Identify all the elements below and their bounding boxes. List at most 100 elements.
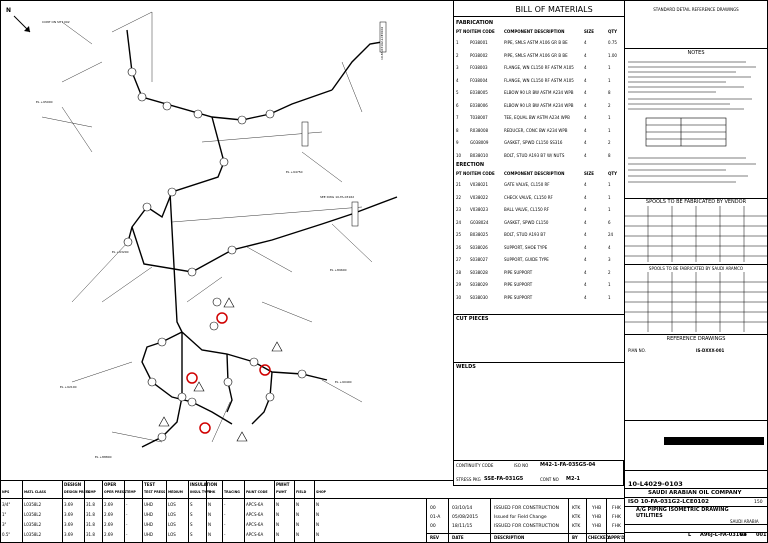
bom-code: V038022: [470, 194, 489, 200]
bom-qty: 1: [608, 115, 611, 120]
line-table-cell: LOS: [168, 502, 176, 507]
line-table-header: FIELD: [296, 490, 307, 494]
line-table-cell: S: [190, 512, 193, 517]
line-table-cell: N: [276, 522, 279, 527]
bom-desc: FLANGE, WN CL150 RF ASTM A105: [504, 77, 574, 83]
elevation-tag: EL +89600: [330, 268, 347, 272]
bom-size: 4: [584, 140, 587, 145]
welds-label: WELDS: [456, 364, 476, 370]
line-table-cell: 0.5": [2, 532, 11, 537]
line-table-cell: -: [126, 522, 128, 527]
line-table-cell: N: [296, 532, 299, 537]
bom-qty: 8: [608, 152, 611, 158]
bom-size: 4: [584, 244, 587, 250]
stamp-area: [664, 437, 764, 445]
line-table-cell: 3.69: [64, 522, 73, 527]
bom-pt: 3: [456, 65, 459, 70]
line-table-cell: LOS: [168, 512, 176, 517]
drawing-title: A/G PIPING ISOMETRIC DRAWING: [636, 507, 729, 513]
bom-desc: ELBOW 90 LR BW ASTM A234 WPB: [504, 90, 574, 95]
bom-qty: 24: [608, 232, 614, 237]
bom-code: B038010: [470, 152, 489, 158]
bom-size: 4: [584, 219, 587, 225]
line-table-cell: 3.69: [64, 502, 73, 507]
line-table-header: TEMP: [126, 490, 136, 494]
bom-code: S038030: [470, 294, 488, 300]
bom-desc: CHECK VALVE, CL150 RF: [504, 194, 553, 200]
line-table-cell: S: [190, 502, 193, 507]
bom-size: 4: [584, 127, 587, 133]
bottom-l: L: [688, 532, 692, 538]
line-table-cell: 2.69: [104, 512, 113, 517]
bom-code: G038009: [470, 140, 489, 145]
continuity-label: CONTINUITY CODE: [456, 463, 494, 468]
plant-no-value: IS-DXXX-001: [696, 348, 725, 353]
reference-tag: SEE DWG 10-FA-03162: [320, 195, 355, 199]
iso-label: ISO NO: [514, 463, 529, 468]
rev-cell-chk: YHB: [592, 524, 602, 529]
bom-size: 4: [584, 194, 587, 200]
col-qty: QTY: [608, 29, 618, 34]
refdrw-title: REFERENCE DRAWINGS: [666, 336, 726, 342]
bom-desc: FLANGE, WN CL150 RF ASTM A105: [504, 65, 574, 70]
line-table-header: THK: [208, 490, 216, 494]
bom-size: 4: [584, 257, 587, 262]
aramco-grid: [624, 272, 768, 332]
bom-pt: 25: [456, 232, 462, 237]
line-table-cell: L0358L2: [24, 522, 42, 527]
location: SAUDI ARABIA: [730, 519, 759, 524]
line-table-cell: 1": [2, 512, 7, 517]
bom-pt: 10: [456, 152, 462, 158]
rev-cell-date: 18/11/15: [452, 524, 473, 529]
rev-cell-date: 05/08/2015: [452, 515, 478, 520]
bom-size: 4: [584, 90, 587, 95]
group-design: DESIGN: [64, 482, 82, 487]
line-table-cell: LOS: [168, 532, 176, 537]
line-table-cell: L0358L2: [24, 532, 42, 537]
bom-size: 4: [584, 294, 587, 300]
bom-desc: GATE VALVE, CL150 RF: [504, 182, 550, 187]
bom-desc: BALL VALVE, CL150 RF: [504, 207, 550, 212]
rev-header: DATE: [452, 535, 464, 540]
bom-qty: 2: [608, 102, 611, 108]
elevation-tag: EL +88800: [95, 455, 112, 459]
col-desc: COMPONENT DESCRIPTION: [504, 29, 565, 34]
aramco-title: SPOOLS TO BE FABRICATED BY SAUDI ARAMCO: [648, 266, 744, 271]
ref-std-title: STANDARD DETAIL REFERENCE DRAWINGS: [653, 7, 739, 12]
line-table-cell: N: [208, 522, 211, 527]
line-table-cell: S: [190, 522, 193, 527]
vendor-grid: [624, 206, 768, 262]
bom-desc: PIPE, SMLS ASTM A106 GR B BE: [504, 40, 568, 45]
bom-qty: 1: [608, 182, 611, 187]
bom-pt: 1: [456, 40, 459, 45]
rev-cell-rev: 00: [430, 524, 436, 529]
bom-pt: 28: [456, 269, 462, 275]
line-table-cell: N: [276, 532, 279, 537]
rev-cell-by: KTK: [572, 524, 581, 529]
rev-cell-desc: ISSUED FOR CONSTRUCTION: [494, 506, 559, 511]
line-table-cell: L0358L2: [24, 512, 42, 517]
bom-pt: 22: [456, 194, 462, 200]
line-table-cell: -: [224, 512, 226, 517]
bom-desc: PIPE SUPPORT: [504, 294, 533, 300]
col-qty: QTY: [608, 171, 618, 176]
rev-cell-desc: Issued for Field Change: [494, 515, 547, 520]
pkg-value: M42-1-FA-035G5-04: [540, 462, 596, 468]
iso-line: ISO 10-FA-031G2-LCE0102: [628, 499, 709, 505]
bom-code: G038024: [470, 219, 489, 225]
erection-section-label: ERECTION: [456, 162, 485, 168]
bom-desc: REDUCER, CONC BW A234 WPB: [504, 127, 568, 133]
line-table-cell: N: [316, 502, 319, 507]
line-table-cell: N: [276, 502, 279, 507]
bom-code: P038001: [470, 40, 488, 45]
line-table-header: MATL CLASS: [24, 490, 46, 494]
bom-qty: 2: [608, 140, 611, 145]
bom-desc: PIPE SUPPORT: [504, 282, 533, 287]
bom-pt: 2: [456, 52, 459, 58]
bom-pt: 24: [456, 219, 462, 225]
rev-cell-date: 03/10/14: [452, 506, 473, 511]
bom-code: E038006: [470, 102, 488, 108]
bom-size: 4: [584, 269, 587, 275]
rev-header: BY: [572, 535, 578, 540]
line-table-cell: 3": [2, 522, 7, 527]
